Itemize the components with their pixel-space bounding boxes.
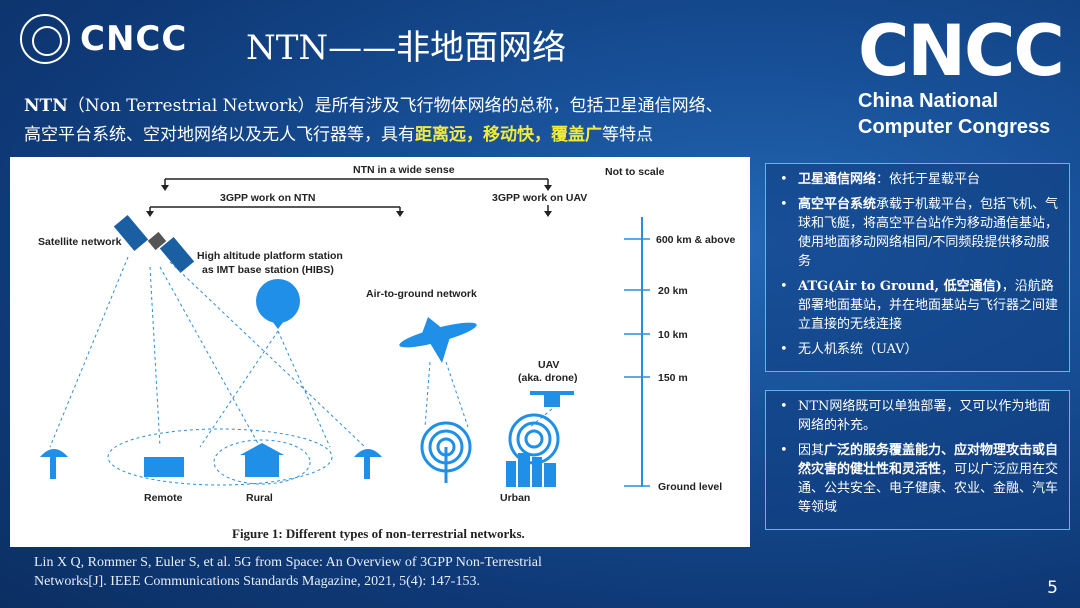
dish-icon-right	[354, 449, 382, 479]
ccf-seal-icon	[20, 14, 70, 64]
panel1-item: 高空平台系统承载于机载平台，包括飞机、气球和飞艇，将高空平台站作为移动通信基站，…	[774, 195, 1059, 271]
panel1-item: 无人机系统（UAV）	[774, 340, 1059, 359]
logo-small: CNCC	[20, 14, 187, 64]
logo-sub2: Computer Congress	[858, 116, 1051, 138]
intro-p1: （Non Terrestrial Network）是所有涉及飞行物体网络的总称，…	[67, 96, 723, 116]
panel2-item: 因其广泛的服务覆盖能力、应对物理攻击或自然灾害的健壮性和灵活性，可以广泛应用在交…	[774, 441, 1059, 517]
panel1-item: ATG(Air to Ground, 低空通信)，沿航路部署地面基站，并在地面基…	[774, 277, 1059, 334]
label-not-to-scale: Not to scale	[605, 166, 665, 178]
logo-cncc: CNCC China National Computer Congress	[858, 10, 1065, 138]
intro-p3: 等特点	[602, 125, 653, 145]
tower-icon-urban	[508, 413, 560, 465]
tower-icon-atg	[420, 421, 472, 483]
intro-highlight: 距离远，移动快，覆盖广	[415, 125, 602, 145]
figure-caption: Figure 1: Different types of non-terrest…	[232, 526, 525, 541]
info-panel-usage: NTN网络既可以单独部署，又可以作为地面网络的补充。 因其广泛的服务覆盖能力、应…	[765, 390, 1070, 530]
label-uav1: UAV	[538, 359, 559, 371]
reference-line1: Lin X Q, Rommer S, Euler S, et al. 5G fr…	[34, 555, 542, 570]
intro-text: NTN（Non Terrestrial Network）是所有涉及飞行物体网络的…	[24, 92, 844, 150]
label-hibs2: as IMT base station (HIBS)	[202, 264, 334, 276]
label-rural: Rural	[246, 492, 273, 504]
house-icon	[240, 443, 284, 477]
label-3gpp-ntn: 3GPP work on NTN	[220, 192, 316, 204]
label-uav2: (aka. drone)	[518, 372, 578, 384]
info-panel-types: 卫星通信网络：依托于星载平台 高空平台系统承载于机载平台，包括飞机、气球和飞艇，…	[765, 163, 1070, 372]
panel1-item: 卫星通信网络：依托于星载平台	[774, 170, 1059, 189]
dish-icon-left	[40, 449, 68, 479]
satellite-icon	[113, 214, 195, 274]
reference-line2: Networks[J]. IEEE Communications Standar…	[34, 574, 480, 589]
intro-p2: 高空平台系统、空对地网络以及无人飞行器等，具有	[24, 125, 415, 145]
label-remote: Remote	[144, 492, 183, 504]
logo-cncc-text: CNCC	[858, 10, 1065, 92]
panel2-item: NTN网络既可以单独部署，又可以作为地面网络的补充。	[774, 397, 1059, 435]
alt-600km: 600 km & above	[656, 234, 736, 246]
beam-lines	[49, 256, 553, 448]
ntn-diagram: NTN in a wide sense Not to scale 3GPP wo…	[38, 164, 736, 541]
label-satellite: Satellite network	[38, 236, 122, 248]
label-atg: Air-to-ground network	[366, 288, 477, 300]
airplane-icon	[399, 317, 477, 363]
logo-small-text: CNCC	[80, 19, 188, 59]
intro-lead: NTN	[24, 96, 68, 116]
reference-citation: Lin X Q, Rommer S, Euler S, et al. 5G fr…	[34, 553, 754, 591]
alt-10km: 10 km	[658, 329, 688, 341]
balloon-icon	[256, 279, 300, 329]
page-title: NTN——非地面网络	[246, 28, 567, 68]
label-hibs1: High altitude platform station	[197, 250, 343, 262]
alt-ground: Ground level	[658, 481, 722, 493]
label-3gpp-uav: 3GPP work on UAV	[492, 192, 587, 204]
ntn-figure: NTN in a wide sense Not to scale 3GPP wo…	[10, 157, 750, 547]
ship-icon	[144, 457, 184, 477]
label-top-bracket: NTN in a wide sense	[353, 164, 455, 176]
label-urban: Urban	[500, 492, 530, 504]
drone-icon	[530, 391, 574, 407]
alt-150m: 150 m	[658, 372, 688, 384]
page-number: 5	[1047, 578, 1058, 598]
city-icon	[506, 453, 556, 487]
logo-sub1: China National	[858, 90, 999, 112]
alt-20km: 20 km	[658, 285, 688, 297]
